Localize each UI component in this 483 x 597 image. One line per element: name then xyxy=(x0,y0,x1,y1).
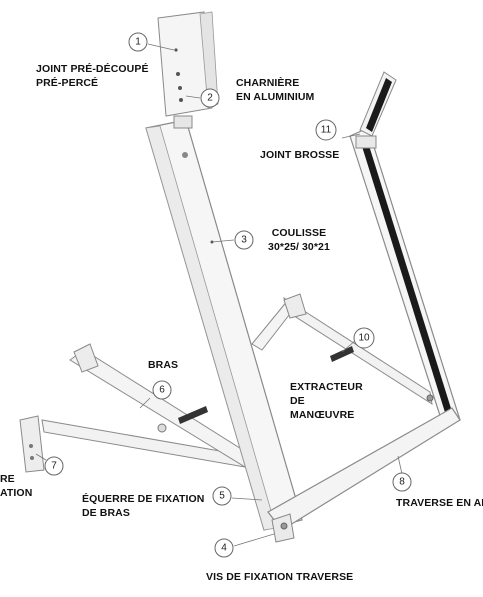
svg-text:1: 1 xyxy=(135,37,141,48)
callout-3: 3 xyxy=(234,230,254,250)
svg-text:5: 5 xyxy=(219,491,225,502)
label-equerre-fixation: ÉQUERRE DE FIXATION DE BRAS xyxy=(82,493,205,519)
svg-text:6: 6 xyxy=(159,385,165,396)
callout-2: 2 xyxy=(200,88,220,108)
arm-handle xyxy=(178,406,208,424)
coulisse-main xyxy=(145,115,303,531)
svg-text:3: 3 xyxy=(241,235,247,246)
extractor-handle xyxy=(330,346,354,362)
svg-text:8: 8 xyxy=(399,477,405,488)
label-charniere: CHARNIÈRE EN ALUMINIUM xyxy=(236,77,315,103)
callout-7: 7 xyxy=(44,456,64,476)
callout-10: 10 xyxy=(353,327,375,349)
callout-6: 6 xyxy=(152,380,172,400)
callout-4: 4 xyxy=(214,538,234,558)
label-joint-pre-decoupe: JOINT PRÉ-DÉCOUPÉ PRÉ-PERCÉ xyxy=(36,63,149,89)
label-vis-fixation: VIS DE FIXATION TRAVERSE xyxy=(206,571,354,583)
label-traverse: TRAVERSE EN AL xyxy=(396,497,483,509)
arm-left xyxy=(19,343,263,473)
joint-piece xyxy=(157,11,219,117)
coulisse-right xyxy=(349,71,461,429)
svg-text:2: 2 xyxy=(207,93,213,104)
label-equerre-left: RE ATION xyxy=(0,473,33,499)
label-extracteur: EXTRACTEUR DE MANŒUVRE xyxy=(290,381,363,421)
callout-8: 8 xyxy=(392,472,412,492)
callout-1: 1 xyxy=(128,32,148,52)
traverse xyxy=(267,394,461,543)
callout-11: 11 xyxy=(315,119,337,141)
svg-text:10: 10 xyxy=(358,333,370,344)
label-coulisse: COULISSE 30*25/ 30*21 xyxy=(268,227,330,253)
label-bras: BRAS xyxy=(148,359,179,371)
arm-right xyxy=(251,293,433,406)
leader-lines xyxy=(35,43,403,547)
svg-text:4: 4 xyxy=(221,543,227,554)
callout-5: 5 xyxy=(212,486,232,506)
svg-text:7: 7 xyxy=(51,461,57,472)
svg-text:11: 11 xyxy=(321,125,332,136)
callouts: 1 2 3 4 5 6 7 8 10 11 xyxy=(44,32,412,558)
label-joint-brosse: JOINT BROSSE xyxy=(260,149,340,161)
